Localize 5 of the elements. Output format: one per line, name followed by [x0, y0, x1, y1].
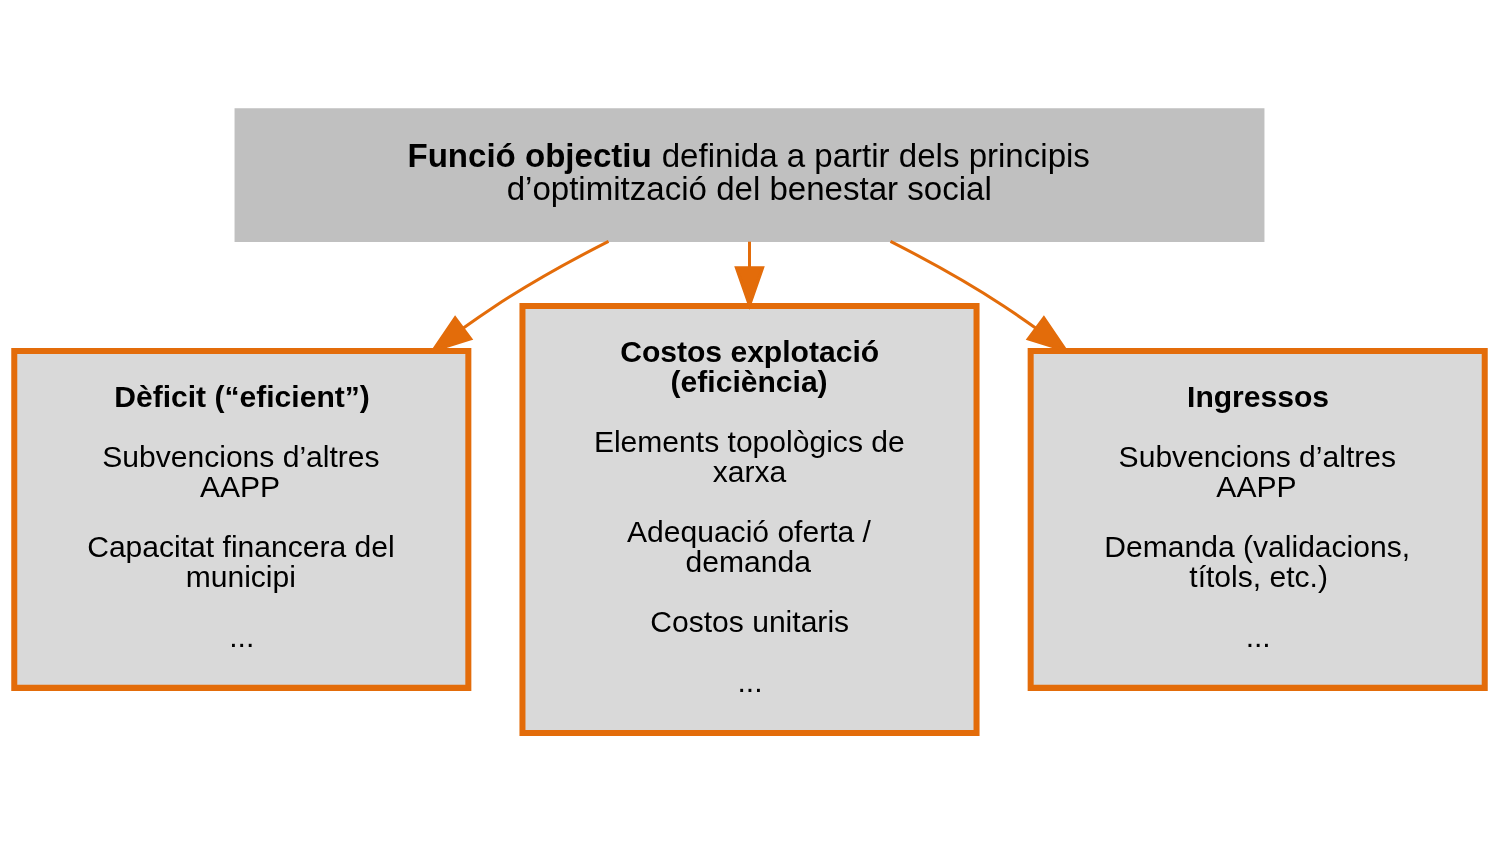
- node-box: Dèficit (“eficient”) Subvencions d’altres AAPP Capacitat financera del municipi ...: [11, 347, 472, 691]
- node-box: Ingressos Subvencions d’altres AAPP Demanda (validacions, títols, etc.) ...: [1027, 347, 1488, 691]
- node-box: Funció objectiu definida a partir dels principis d’optimització del benestar social: [234, 107, 1265, 242]
- node-box: Costos explotació (eficiència) Elements topològics de xarxa Adequació oferta / demanda Costos unitaris ...: [519, 302, 980, 736]
- arrow: [734, 241, 765, 310]
